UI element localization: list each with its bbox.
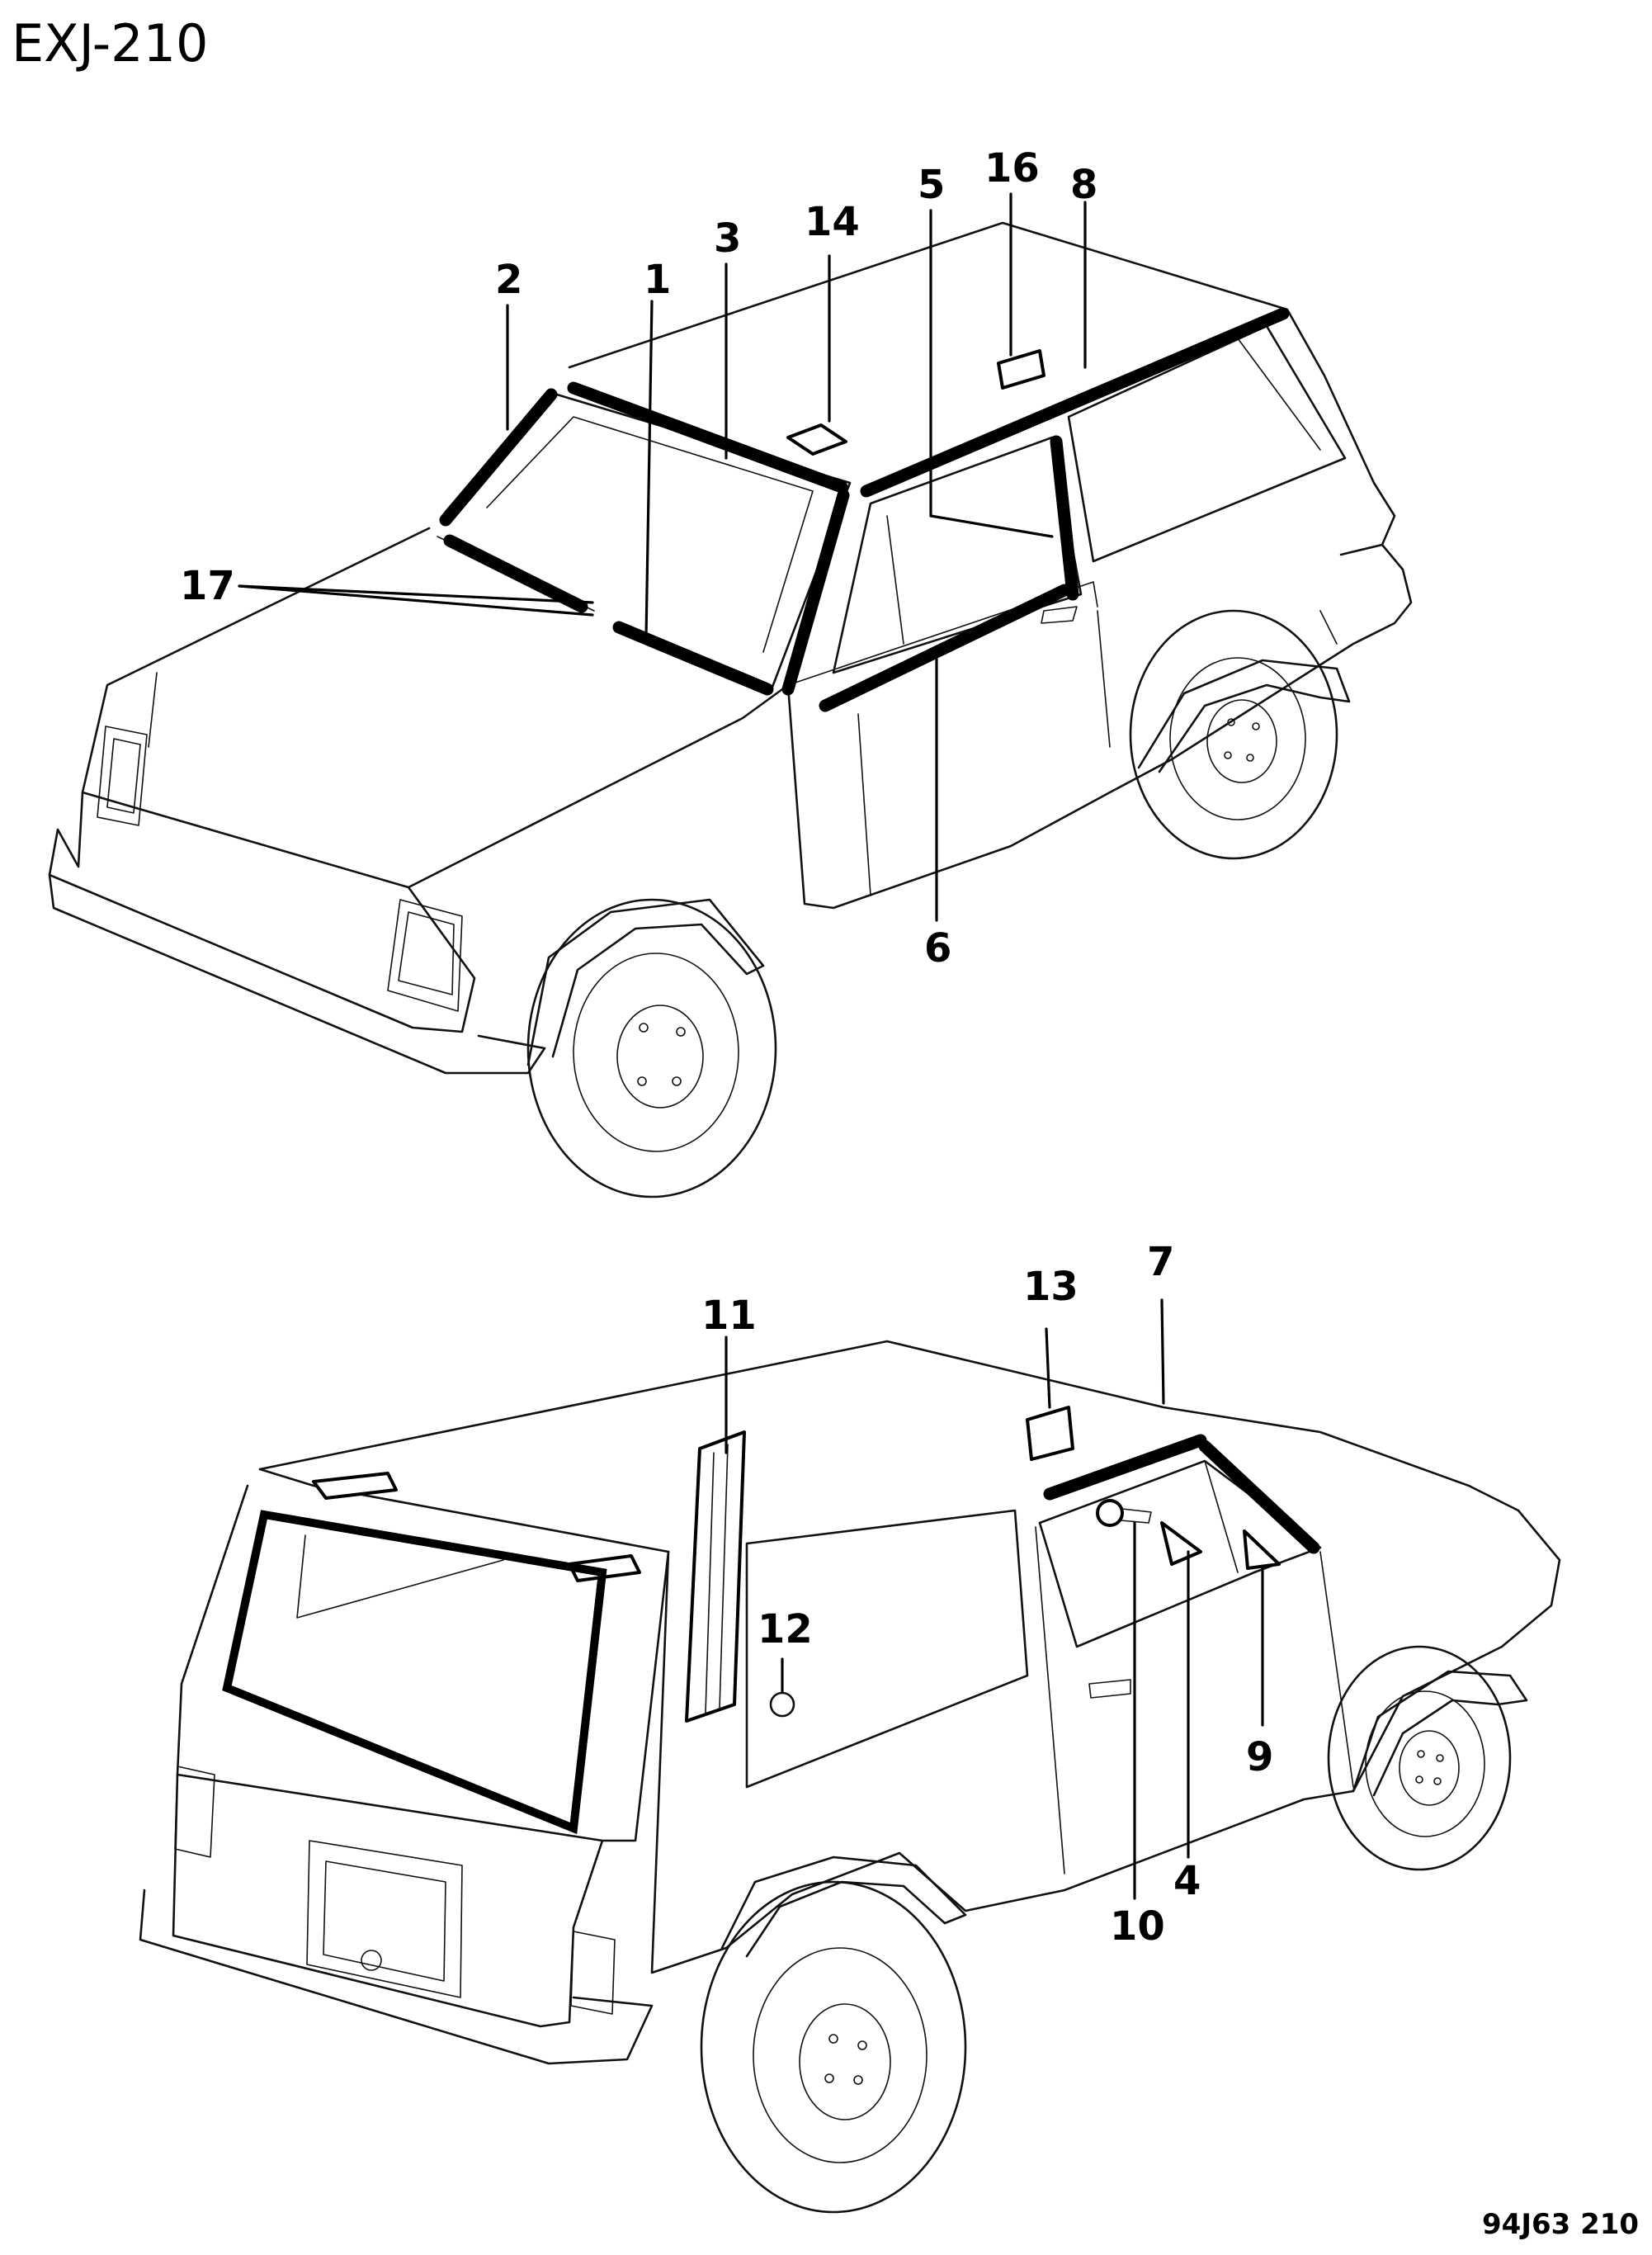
reference-code-label: 94J63 210 (1482, 2208, 1639, 2241)
callout-17: 17 (180, 563, 235, 609)
rear-left-wheel (700, 1880, 967, 2214)
triangle-trim-9 (1243, 1529, 1281, 1570)
callout-16: 16 (984, 145, 1040, 191)
rear-leader-lines (725, 1298, 1264, 1900)
callout-4: 4 (1173, 1858, 1201, 1904)
front-quarter-glass (1067, 324, 1347, 563)
front-bumper (48, 873, 546, 1075)
front-door-glass (832, 436, 1083, 674)
plug-part-12 (769, 1691, 795, 1718)
rear-door-pillar-molding (1198, 1440, 1320, 1554)
rear-door-roof-molding (1043, 1434, 1207, 1501)
rear-door-glass (1038, 1459, 1322, 1648)
c-pillar-applique (685, 1430, 746, 1723)
liftgate-frame (176, 1484, 670, 1842)
callout-6: 6 (924, 925, 951, 971)
a-pillar-molding (781, 489, 850, 696)
liftgate-glass-molding (222, 1510, 607, 1835)
rear-roof-outline (258, 1340, 1520, 1512)
page-code-label: EXJ-210 (12, 13, 208, 73)
callout-5: 5 (918, 162, 945, 208)
callout-2: 2 (495, 257, 522, 303)
triangle-trim-4 (1160, 1521, 1202, 1566)
front-view-rear-wheel (1129, 609, 1338, 860)
screw-part-10 (1096, 1499, 1152, 1527)
rear-view-front-wheel (1327, 1645, 1512, 1871)
callout-3: 3 (714, 215, 741, 262)
rear-side-body (650, 1509, 1561, 1974)
belt-molding-front (819, 584, 1071, 712)
front-wheel-flare-rear (1137, 659, 1351, 773)
front-grille-face (48, 791, 476, 1033)
cowl-molding-left (443, 534, 588, 613)
rear-quarter-window (745, 1509, 1029, 1789)
front-roof-outline (568, 221, 1396, 556)
rear-view-vehicle (139, 1340, 1561, 2214)
callout-8: 8 (1070, 162, 1097, 208)
roof-drip-molding-side (860, 307, 1290, 498)
callout-13: 13 (1023, 1264, 1079, 1310)
callout-9: 9 (1246, 1734, 1273, 1780)
front-wheel-flare-right (1352, 1670, 1528, 1797)
callout-10: 10 (1110, 1903, 1165, 1950)
rear-wheel-flare (720, 1856, 967, 1958)
rear-roof-molding (1050, 435, 1079, 601)
front-wheel-flare-front (526, 898, 765, 1066)
clip-part-13 (1026, 1406, 1074, 1461)
callout-11: 11 (701, 1293, 757, 1339)
cowl-molding-right (612, 621, 774, 696)
callout-1: 1 (644, 257, 671, 303)
roof-drip-molding-front (567, 381, 848, 494)
windshield-molding-left (439, 388, 558, 527)
callout-12: 12 (758, 1606, 813, 1652)
front-hood (81, 527, 790, 889)
rear-bumper (139, 1889, 654, 2065)
clip-part-16 (997, 349, 1045, 390)
front-left-wheel (526, 898, 777, 1198)
callout-7: 7 (1147, 1239, 1174, 1285)
front-leader-lines (238, 192, 1087, 922)
front-side-body (786, 543, 1413, 910)
front-view-vehicle (48, 221, 1413, 1198)
callout-14: 14 (805, 199, 860, 245)
rear-lower-body (172, 1773, 604, 2028)
clip-part-14 (786, 423, 847, 456)
